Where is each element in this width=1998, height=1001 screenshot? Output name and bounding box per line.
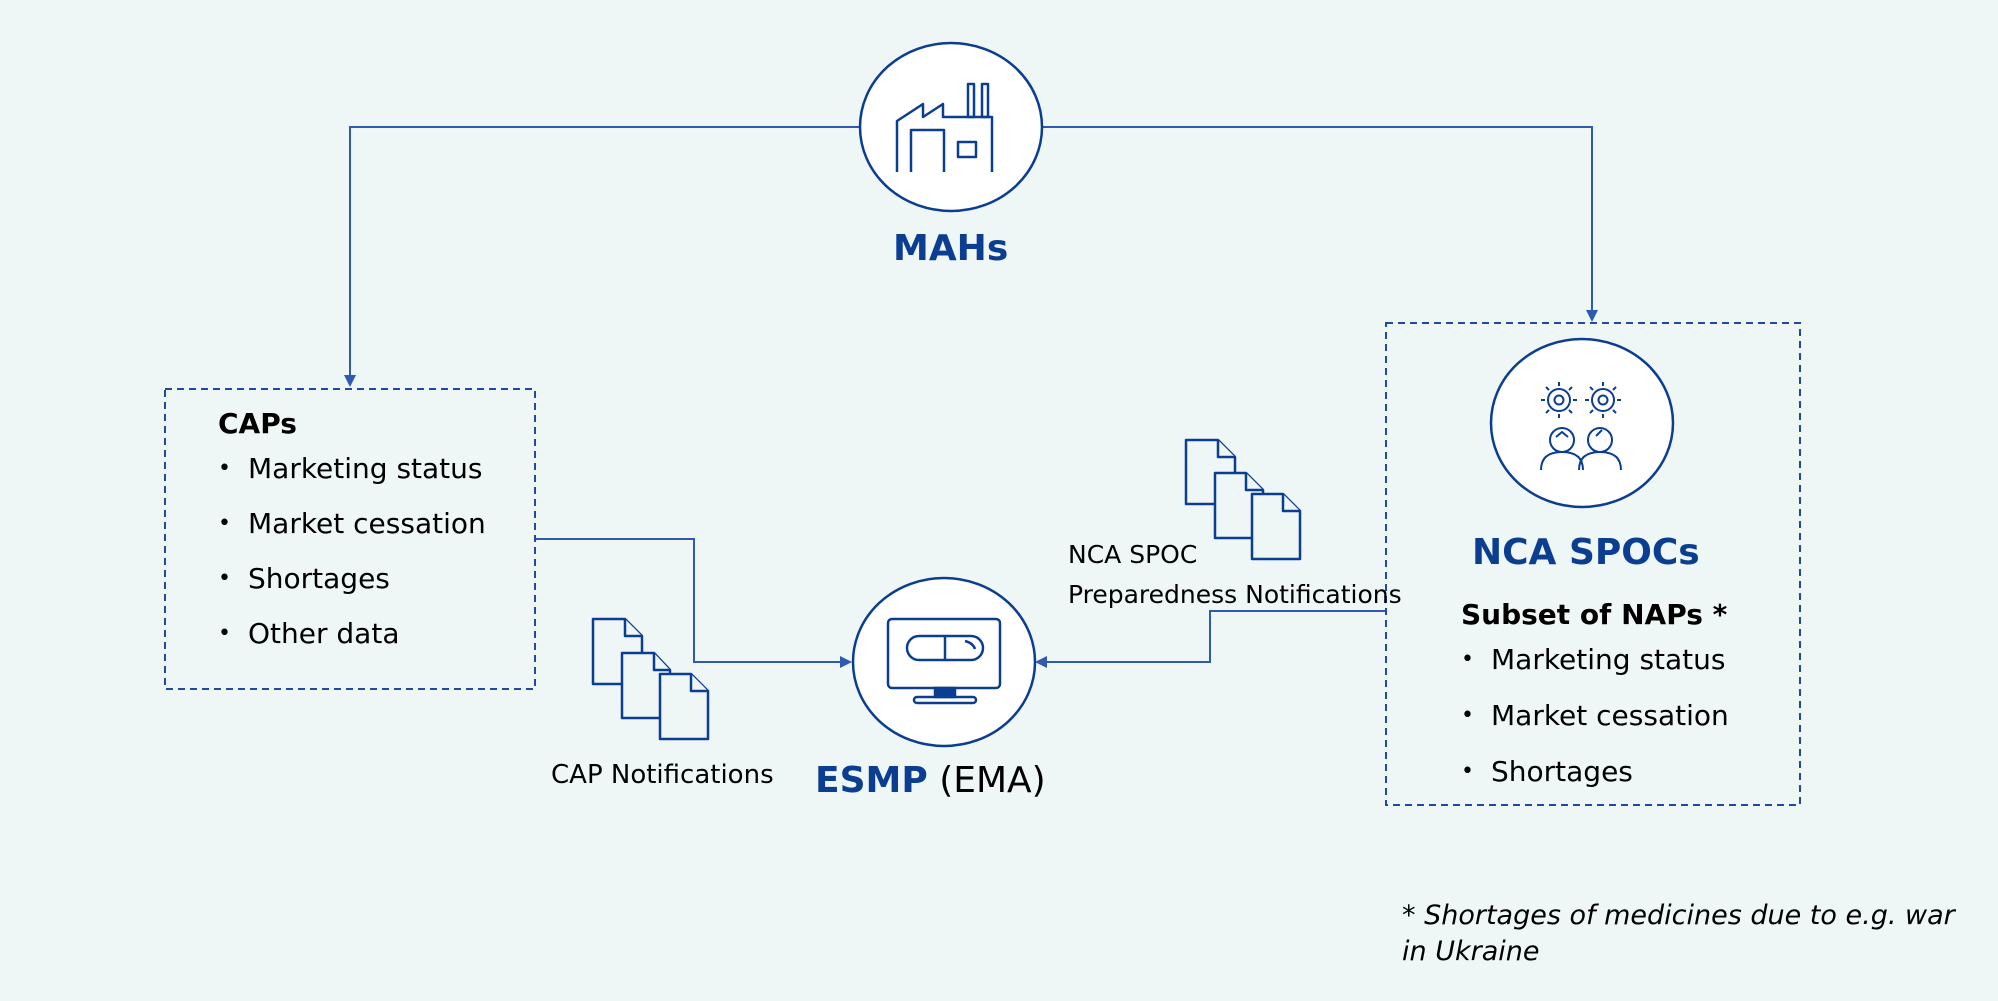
factory-icon xyxy=(895,82,994,172)
list-item: Marketing status xyxy=(1461,640,1729,680)
nca-notifications-line1: NCA SPOC xyxy=(1068,540,1198,569)
computer-pill-icon xyxy=(886,617,1002,705)
mahs-node xyxy=(858,41,1044,213)
esmp-node xyxy=(851,576,1037,748)
connector-mahs-to-caps xyxy=(344,126,860,387)
connector-mahs-to-nca xyxy=(1043,126,1598,322)
nca-notifications-line2: Preparedness Notifications xyxy=(1068,580,1402,609)
list-item: Shortages xyxy=(1461,752,1729,792)
esmp-label: ESMP (EMA) xyxy=(815,760,1046,801)
nca-spocs-label: NCA SPOCs xyxy=(1472,532,1700,573)
list-item: Market cessation xyxy=(1461,696,1729,736)
list-item: Shortages xyxy=(218,559,486,599)
nca-list: Marketing status Market cessation Shorta… xyxy=(1461,640,1729,792)
people-gears-icon xyxy=(1540,382,1622,471)
caps-title: CAPs xyxy=(218,407,297,440)
connector-nca-to-esmp xyxy=(1035,610,1386,668)
list-item: Other data xyxy=(218,614,486,654)
nca-subtitle: Subset of NAPs * xyxy=(1461,598,1728,631)
cap-notifications-label: CAP Notifications xyxy=(551,760,774,790)
list-item: Market cessation xyxy=(218,504,486,544)
caps-list: Marketing status Market cessation Shorta… xyxy=(218,449,486,654)
nca-spocs-box xyxy=(1385,322,1801,806)
list-item: Marketing status xyxy=(218,449,486,489)
footnote-line2: in Ukraine xyxy=(1402,936,1540,967)
connector-caps-to-esmp xyxy=(535,538,852,668)
esmp-label-bold: ESMP xyxy=(815,760,928,801)
caps-box xyxy=(164,388,536,690)
footnote-line1: * Shortages of medicines due to e.g. war xyxy=(1402,900,1955,931)
documents-icon xyxy=(591,617,710,741)
mahs-label: MAHs xyxy=(893,228,1009,269)
documents-icon xyxy=(1184,438,1302,561)
esmp-label-suffix: (EMA) xyxy=(939,760,1046,801)
nca-spocs-node xyxy=(1489,337,1675,509)
